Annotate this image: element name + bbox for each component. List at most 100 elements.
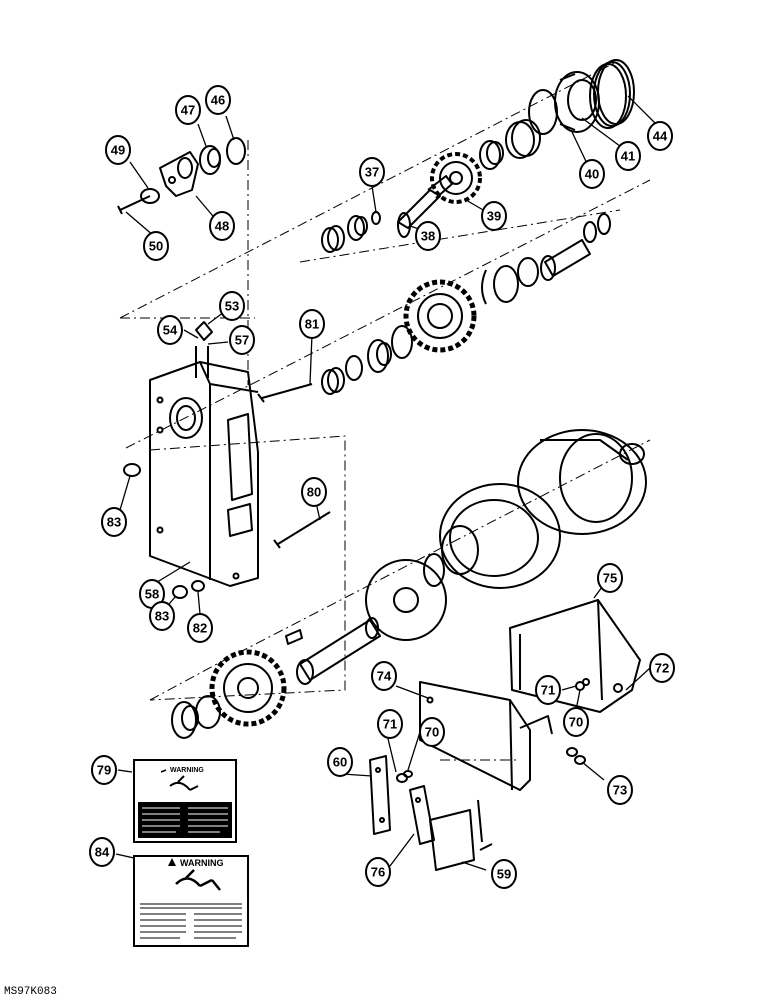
callout-49: 49 — [105, 135, 131, 165]
callout-number: 79 — [97, 763, 111, 778]
callout-circle — [491, 859, 517, 889]
callout-circle — [143, 231, 169, 261]
bearing-cone-left — [347, 215, 368, 241]
callout-circle — [647, 121, 673, 151]
callout-number: 37 — [365, 165, 379, 180]
output-shaft — [285, 617, 381, 685]
callout-number: 46 — [211, 93, 225, 108]
shield-74 — [419, 681, 553, 791]
shield-75 — [509, 599, 641, 713]
gear-case-58 — [149, 346, 259, 587]
bearing-upper — [505, 119, 541, 159]
callout-circle — [359, 157, 385, 187]
callout-circle — [187, 613, 213, 643]
callout-40: 40 — [579, 159, 605, 189]
callout-circle — [607, 775, 633, 805]
callout-circle — [105, 135, 131, 165]
callout-number: 83 — [155, 609, 169, 624]
callout-44: 44 — [647, 121, 673, 151]
callout-number: 57 — [235, 333, 249, 348]
callout-37: 37 — [359, 157, 385, 187]
callout-80: 80 — [301, 477, 327, 507]
bearing-cone-upper — [479, 140, 504, 170]
callout-number: 49 — [111, 143, 125, 158]
callout-number: 73 — [613, 783, 627, 798]
lower-bearings — [171, 695, 221, 739]
shaft-38 — [397, 175, 453, 238]
callout-number: 81 — [305, 317, 319, 332]
callout-71: 71 — [535, 675, 561, 705]
callout-number: 80 — [307, 485, 321, 500]
callout-number: 82 — [193, 621, 207, 636]
callout-60: 60 — [327, 747, 353, 777]
callout-73: 73 — [607, 775, 633, 805]
callout-labels: 3738394041444647484950535457585960707172… — [89, 85, 675, 889]
callout-number: 70 — [569, 715, 583, 730]
callout-79: 79 — [91, 755, 117, 785]
breather-53 — [195, 321, 213, 341]
figure-reference-code: MS97K083 — [4, 986, 57, 998]
callout-number: 40 — [585, 167, 599, 182]
output-housing — [365, 429, 647, 641]
callout-number: 84 — [95, 845, 110, 860]
callout-number: 72 — [655, 661, 669, 676]
callout-81: 81 — [299, 309, 325, 339]
callout-84: 84 — [89, 837, 115, 867]
warning-decal-84: WARNING — [133, 855, 249, 947]
callout-number: 71 — [383, 717, 397, 732]
callout-number: 50 — [149, 239, 163, 254]
callout-circle — [481, 201, 507, 231]
callout-number: 59 — [497, 867, 511, 882]
bolt-81 — [257, 383, 313, 403]
callout-circle — [371, 661, 397, 691]
callout-72: 72 — [649, 653, 675, 683]
lower-gear — [209, 649, 287, 727]
snap-rings-44 — [589, 59, 635, 129]
callout-number: 83 — [107, 515, 121, 530]
callout-83: 83 — [149, 601, 175, 631]
callout-circle — [377, 709, 403, 739]
callout-circle — [365, 857, 391, 887]
callout-50: 50 — [143, 231, 169, 261]
warning-decal-heading: WARNING — [180, 858, 224, 868]
callout-number: 70 — [425, 725, 439, 740]
gear-39 — [430, 152, 482, 204]
callout-circle — [535, 675, 561, 705]
bolt-50 — [117, 195, 151, 215]
callout-number: 47 — [181, 103, 195, 118]
callout-circle — [301, 477, 327, 507]
callout-circle — [101, 507, 127, 537]
callout-number: 71 — [541, 683, 555, 698]
callout-circle — [419, 717, 445, 747]
nut-83-top — [123, 463, 141, 477]
callout-54: 54 — [157, 315, 183, 345]
o-ring-40 — [528, 89, 558, 135]
callout-76: 76 — [365, 857, 391, 887]
callout-circle — [415, 221, 441, 251]
callout-46: 46 — [205, 85, 231, 115]
callout-number: 74 — [377, 669, 392, 684]
yoke-48 — [159, 151, 199, 197]
callout-75: 75 — [597, 563, 623, 593]
callout-number: 54 — [163, 323, 178, 338]
callout-47: 47 — [175, 95, 201, 125]
seal-47 — [199, 145, 221, 175]
callout-number: 75 — [603, 571, 617, 586]
callout-circle — [91, 755, 117, 785]
callout-53: 53 — [219, 291, 245, 321]
middle-shaft-parts — [321, 213, 611, 395]
warning-decal-79: WARNING — [133, 759, 237, 843]
callout-number: 76 — [371, 865, 385, 880]
bearing-cup-41 — [554, 71, 600, 133]
callout-circle — [563, 707, 589, 737]
mount-bracket-59 — [429, 799, 493, 871]
strap-76 — [409, 785, 435, 845]
callout-circle — [615, 141, 641, 171]
callout-70: 70 — [563, 707, 589, 737]
warning-triangle-icon — [168, 858, 176, 866]
strap-60 — [369, 755, 391, 835]
callout-38: 38 — [415, 221, 441, 251]
callout-71: 71 — [377, 709, 403, 739]
callout-48: 48 — [209, 211, 235, 241]
